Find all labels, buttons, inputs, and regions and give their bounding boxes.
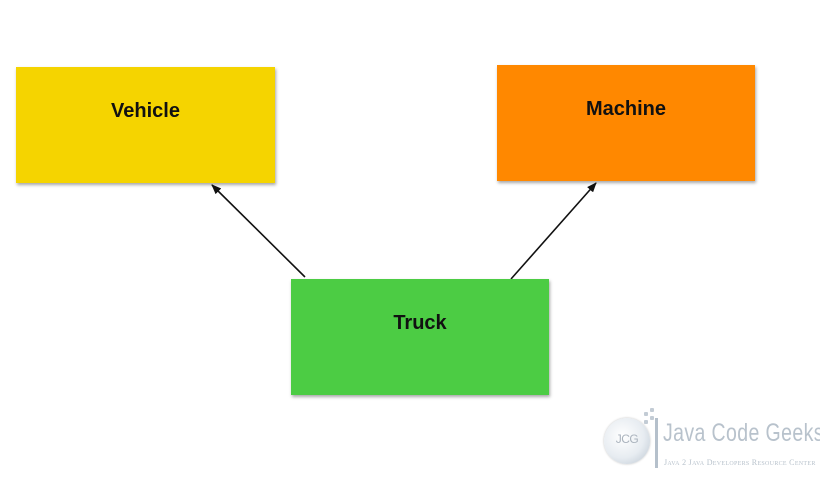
vehicle-label: Vehicle: [111, 99, 180, 122]
logo-mark-text: JCG: [615, 432, 639, 446]
logo-circle-icon: JCG: [604, 418, 650, 464]
vehicle-node: Vehicle: [16, 67, 275, 183]
logo-title: Java Code Geeks: [663, 419, 820, 447]
logo-dot: [650, 416, 654, 420]
machine-label: Machine: [585, 97, 667, 120]
logo-dot: [650, 408, 654, 412]
java-code-geeks-logo: JCG Java Code Geeks Java 2 Java Develope…: [600, 406, 820, 476]
truck-node: Truck: [291, 279, 549, 395]
arrow-truck-to-machine: [510, 182, 597, 280]
logo-subtitle: Java 2 Java Developers Resource Center: [664, 458, 816, 467]
logo-dot: [644, 412, 648, 416]
machine-node: Machine: [497, 65, 755, 181]
logo-divider: [655, 418, 658, 468]
logo-dot: [644, 420, 648, 424]
arrow-truck-to-vehicle: [211, 184, 306, 278]
truck-label: Truck: [393, 311, 447, 334]
